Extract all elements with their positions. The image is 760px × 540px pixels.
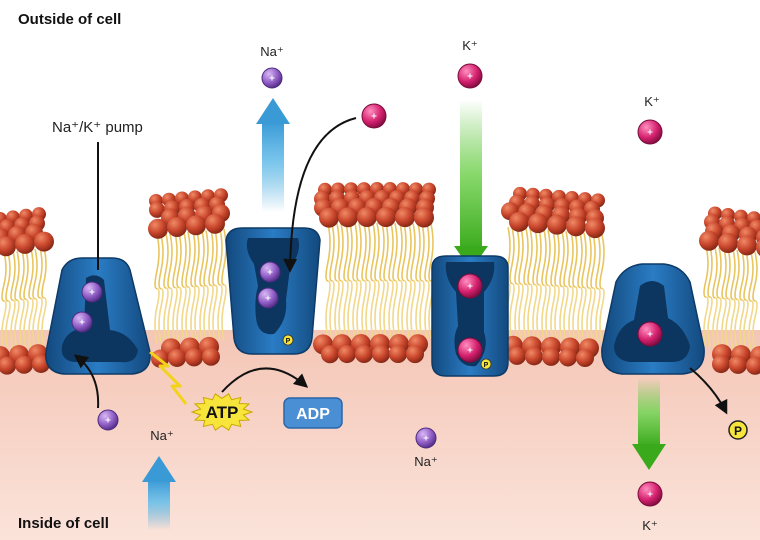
- k-ion-intracellular: [637, 481, 663, 507]
- pump-state-4: [601, 263, 705, 375]
- svg-text:P: P: [484, 362, 489, 369]
- k-release-arrow-shaft: [638, 378, 660, 446]
- inside-of-cell-label: Inside of cell: [18, 515, 109, 532]
- released-phosphate: P: [728, 420, 748, 440]
- atp-label: ATP: [206, 403, 239, 422]
- k-label-bottom: K⁺: [642, 518, 658, 533]
- energy-bolt: [149, 350, 188, 405]
- adp-box: [283, 397, 343, 429]
- atp-hydrolysis-arrow: [221, 367, 309, 393]
- ion-layer: [71, 63, 663, 507]
- na-ion-intracellular-1: [97, 409, 119, 431]
- pump-1-channel: [61, 275, 138, 363]
- phosphate-on-pump-3: P: [480, 358, 492, 370]
- na-label-top: Na⁺: [260, 44, 283, 59]
- svg-text:P: P: [286, 338, 291, 345]
- k-release-arrow-head: [632, 444, 666, 470]
- na-inflow-arrow-shaft: [148, 480, 170, 530]
- na-ion-intracellular-2: [415, 427, 437, 449]
- k-label-top: K⁺: [462, 38, 478, 53]
- na-efflux-arrow-shaft: [262, 122, 284, 212]
- lipid-tails: [1, 222, 758, 350]
- k-ion-extracellular-1: [457, 63, 483, 89]
- k-ion-extracellular-2: [361, 103, 387, 129]
- na-ion-pump-2-a: [259, 261, 281, 283]
- pump-4-channel: [614, 281, 690, 362]
- k-ion-pump-3-a: [457, 273, 483, 299]
- na-ion-pump-2-b: [257, 287, 279, 309]
- na-label-inside-left: Na⁺: [150, 428, 173, 443]
- na-inflow-arrow-head: [142, 456, 176, 482]
- k-capture-arrow: [283, 117, 357, 273]
- outside-of-cell-label: Outside of cell: [18, 11, 121, 28]
- phosphate-on-pump-2: P: [282, 334, 294, 346]
- k-ion-pump-4: [637, 321, 663, 347]
- k-label-right: K⁺: [644, 94, 660, 109]
- k-ion-pump-3-b: [457, 337, 483, 363]
- atp-starburst: [190, 393, 254, 431]
- k-influx-arrow-shaft: [460, 100, 482, 250]
- phosphate-release-arrow: [689, 367, 728, 415]
- na-efflux-arrow-head: [256, 98, 290, 124]
- na-ion-released: [261, 67, 283, 89]
- k-ion-extracellular-3: [637, 119, 663, 145]
- pump-label: Na⁺/K⁺ pump: [52, 119, 143, 136]
- na-ion-pump-1-b: [71, 311, 93, 333]
- adp-label: ADP: [296, 406, 330, 423]
- na-label-inside-middle: Na⁺: [414, 454, 437, 469]
- phospholipid-heads: [0, 182, 760, 375]
- na-entry-arrow: [73, 354, 100, 409]
- na-ion-pump-1-a: [81, 281, 103, 303]
- svg-text:P: P: [734, 424, 742, 438]
